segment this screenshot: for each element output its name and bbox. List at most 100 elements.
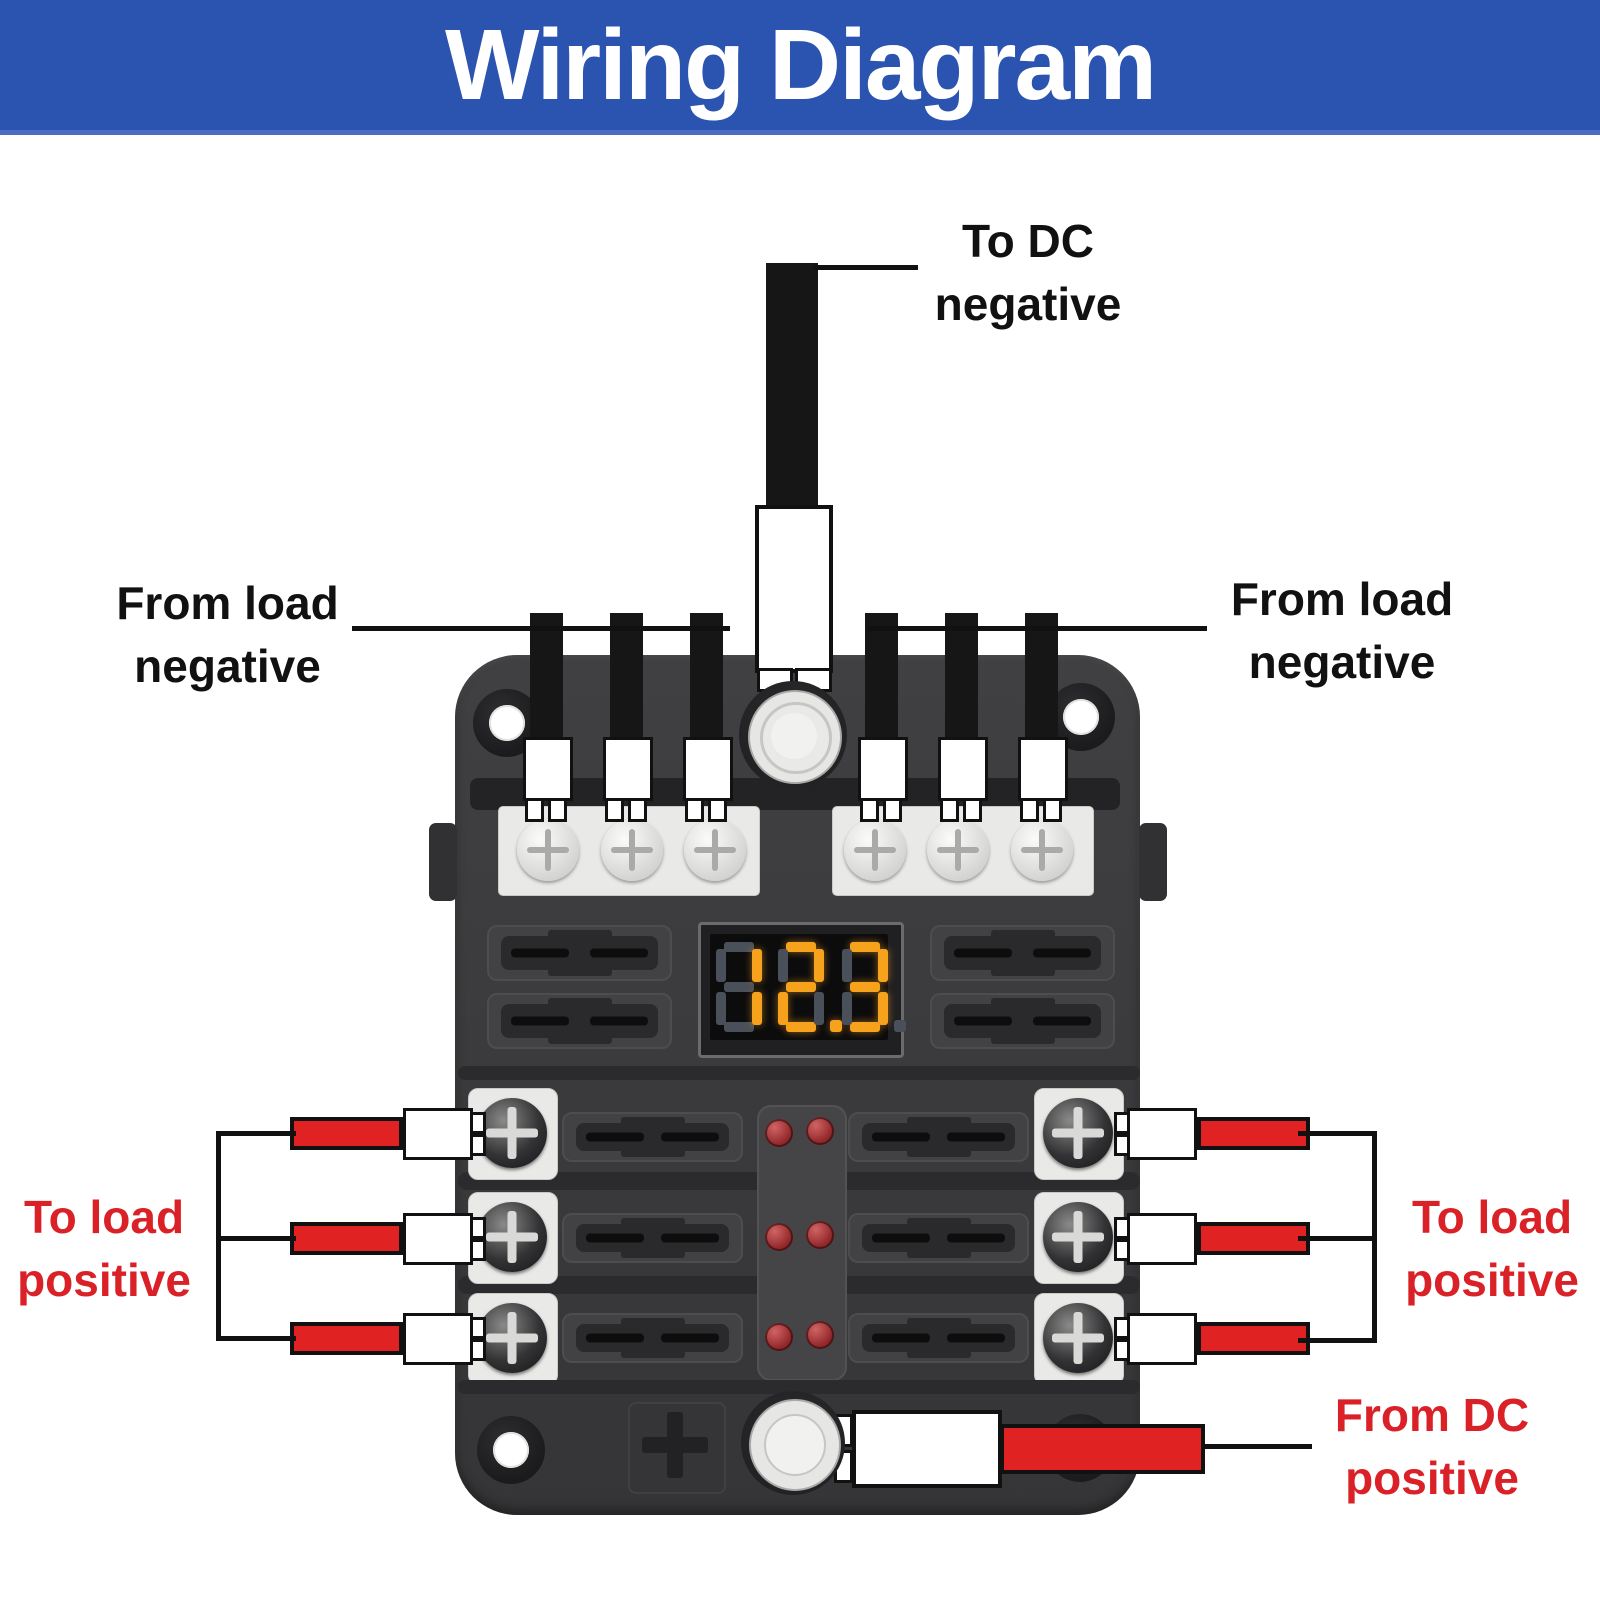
fuse-slot-bump — [620, 1318, 685, 1328]
spade-connector-tab — [470, 1339, 486, 1361]
spade-connector-tab — [470, 1239, 486, 1261]
fuse-blade-slot — [947, 1233, 1005, 1243]
dc-positive-wire — [1000, 1424, 1205, 1474]
display-segment — [752, 949, 762, 982]
fuse-slot-bump — [906, 1318, 971, 1328]
fuse-slot — [562, 1112, 743, 1162]
dc-negative-wire — [766, 263, 818, 515]
fuse-blade-slot — [511, 948, 569, 958]
right-side-tab — [1139, 823, 1167, 901]
fuse-blade-slot — [872, 1132, 930, 1142]
fuse-slot-bump — [906, 1117, 971, 1127]
fuse-slot — [930, 925, 1115, 981]
fuse-blade-slot — [947, 1132, 1005, 1142]
phillips-cross-icon — [507, 1107, 517, 1159]
negative-wire — [945, 613, 978, 745]
display-segment — [724, 1022, 754, 1032]
bracket-right-arm — [1298, 1338, 1377, 1343]
spade-connector-tab — [883, 798, 902, 822]
label-to-load-positive-right: To load positive — [1405, 1191, 1579, 1306]
spade-connector-tab — [1114, 1317, 1130, 1339]
display-segment — [786, 982, 816, 992]
load-screw-icon — [477, 1303, 547, 1373]
fuse-slot-bump — [620, 1117, 685, 1127]
terminal-screw-icon — [927, 819, 989, 881]
label-from-dc-positive: From DC positive — [1334, 1389, 1530, 1504]
fuse-slot — [848, 1213, 1029, 1263]
bracket-right-arm — [1298, 1236, 1377, 1241]
load-positive-wire — [290, 1222, 403, 1255]
negative-wire — [530, 613, 563, 745]
spade-connector-tab — [628, 798, 647, 822]
fuse-slot — [487, 993, 672, 1049]
spade-connector-tab — [548, 798, 567, 822]
fuse-slot-bump — [547, 930, 612, 940]
display-decimal-point-ghost — [894, 1020, 906, 1032]
display-segment — [878, 992, 888, 1025]
bracket-left-arm — [216, 1336, 296, 1341]
spade-connector — [683, 737, 733, 801]
display-segment — [724, 982, 754, 992]
bracket-left-arm — [216, 1236, 296, 1241]
fuse-slot-bump — [620, 1348, 685, 1358]
label-to-load-positive-left: To load positive — [17, 1191, 191, 1306]
fuse-blade-slot — [947, 1333, 1005, 1343]
phillips-cross-icon — [1073, 1211, 1083, 1263]
seven-seg-digit — [842, 942, 888, 1032]
load-screw-icon — [477, 1202, 547, 1272]
phillips-cross-icon — [1039, 829, 1045, 871]
load-positive-wire — [1197, 1117, 1310, 1150]
load-positive-wire — [290, 1117, 403, 1150]
spade-connector — [403, 1213, 473, 1265]
spade-connector-tab — [860, 798, 879, 822]
fuse-blade-slot — [586, 1132, 644, 1142]
display-segment — [850, 982, 880, 992]
fuse-blade-slot — [872, 1233, 930, 1243]
display-segment — [814, 992, 824, 1025]
led-indicator — [765, 1223, 793, 1251]
spade-connector-tab — [470, 1317, 486, 1339]
fuse-slot — [562, 1313, 743, 1363]
phillips-cross-icon — [712, 829, 718, 871]
spade-connector — [1127, 1213, 1197, 1265]
spade-connector-tab — [1114, 1134, 1130, 1156]
spade-connector-tab — [470, 1217, 486, 1239]
fuse-slot — [848, 1112, 1029, 1162]
leader-line — [1205, 1444, 1312, 1449]
leader-line — [813, 265, 918, 270]
display-segment — [716, 949, 726, 982]
display-segment — [778, 949, 788, 982]
fuse-blade-slot — [590, 948, 648, 958]
negative-wire — [690, 613, 723, 745]
fuse-blade-slot — [872, 1333, 930, 1343]
spade-connector — [403, 1108, 473, 1160]
display-segment — [778, 992, 788, 1025]
fuse-blade-slot — [1033, 948, 1091, 958]
display-decimal-point — [830, 1020, 842, 1032]
negative-bus-bolt-head — [771, 713, 817, 759]
fuse-blade-slot — [590, 1016, 648, 1026]
spade-connector-tab — [1114, 1239, 1130, 1261]
load-screw-icon — [477, 1098, 547, 1168]
fuse-slot-bump — [906, 1248, 971, 1258]
spade-connector — [1018, 737, 1068, 801]
load-positive-wire — [1197, 1322, 1310, 1355]
terminal-screw-icon — [517, 819, 579, 881]
dc-positive-connector — [852, 1410, 1002, 1488]
fuse-slot-bump — [547, 966, 612, 976]
fuse-slot-bump — [620, 1218, 685, 1228]
bracket-left-arm — [216, 1131, 296, 1136]
phillips-cross-icon — [1073, 1107, 1083, 1159]
dc-negative-connector — [755, 505, 833, 673]
fuse-slot-bump — [620, 1147, 685, 1157]
fuse-slot-bump — [547, 1034, 612, 1044]
display-segment — [752, 992, 762, 1025]
spade-connector-tab — [685, 798, 704, 822]
fuse-slot-bump — [990, 930, 1055, 940]
load-positive-wire — [290, 1322, 403, 1355]
terminal-screw-icon — [601, 819, 663, 881]
fuse-blade-slot — [1033, 1016, 1091, 1026]
display-segment — [814, 949, 824, 982]
plus-icon — [667, 1412, 683, 1478]
phillips-cross-icon — [629, 829, 635, 871]
